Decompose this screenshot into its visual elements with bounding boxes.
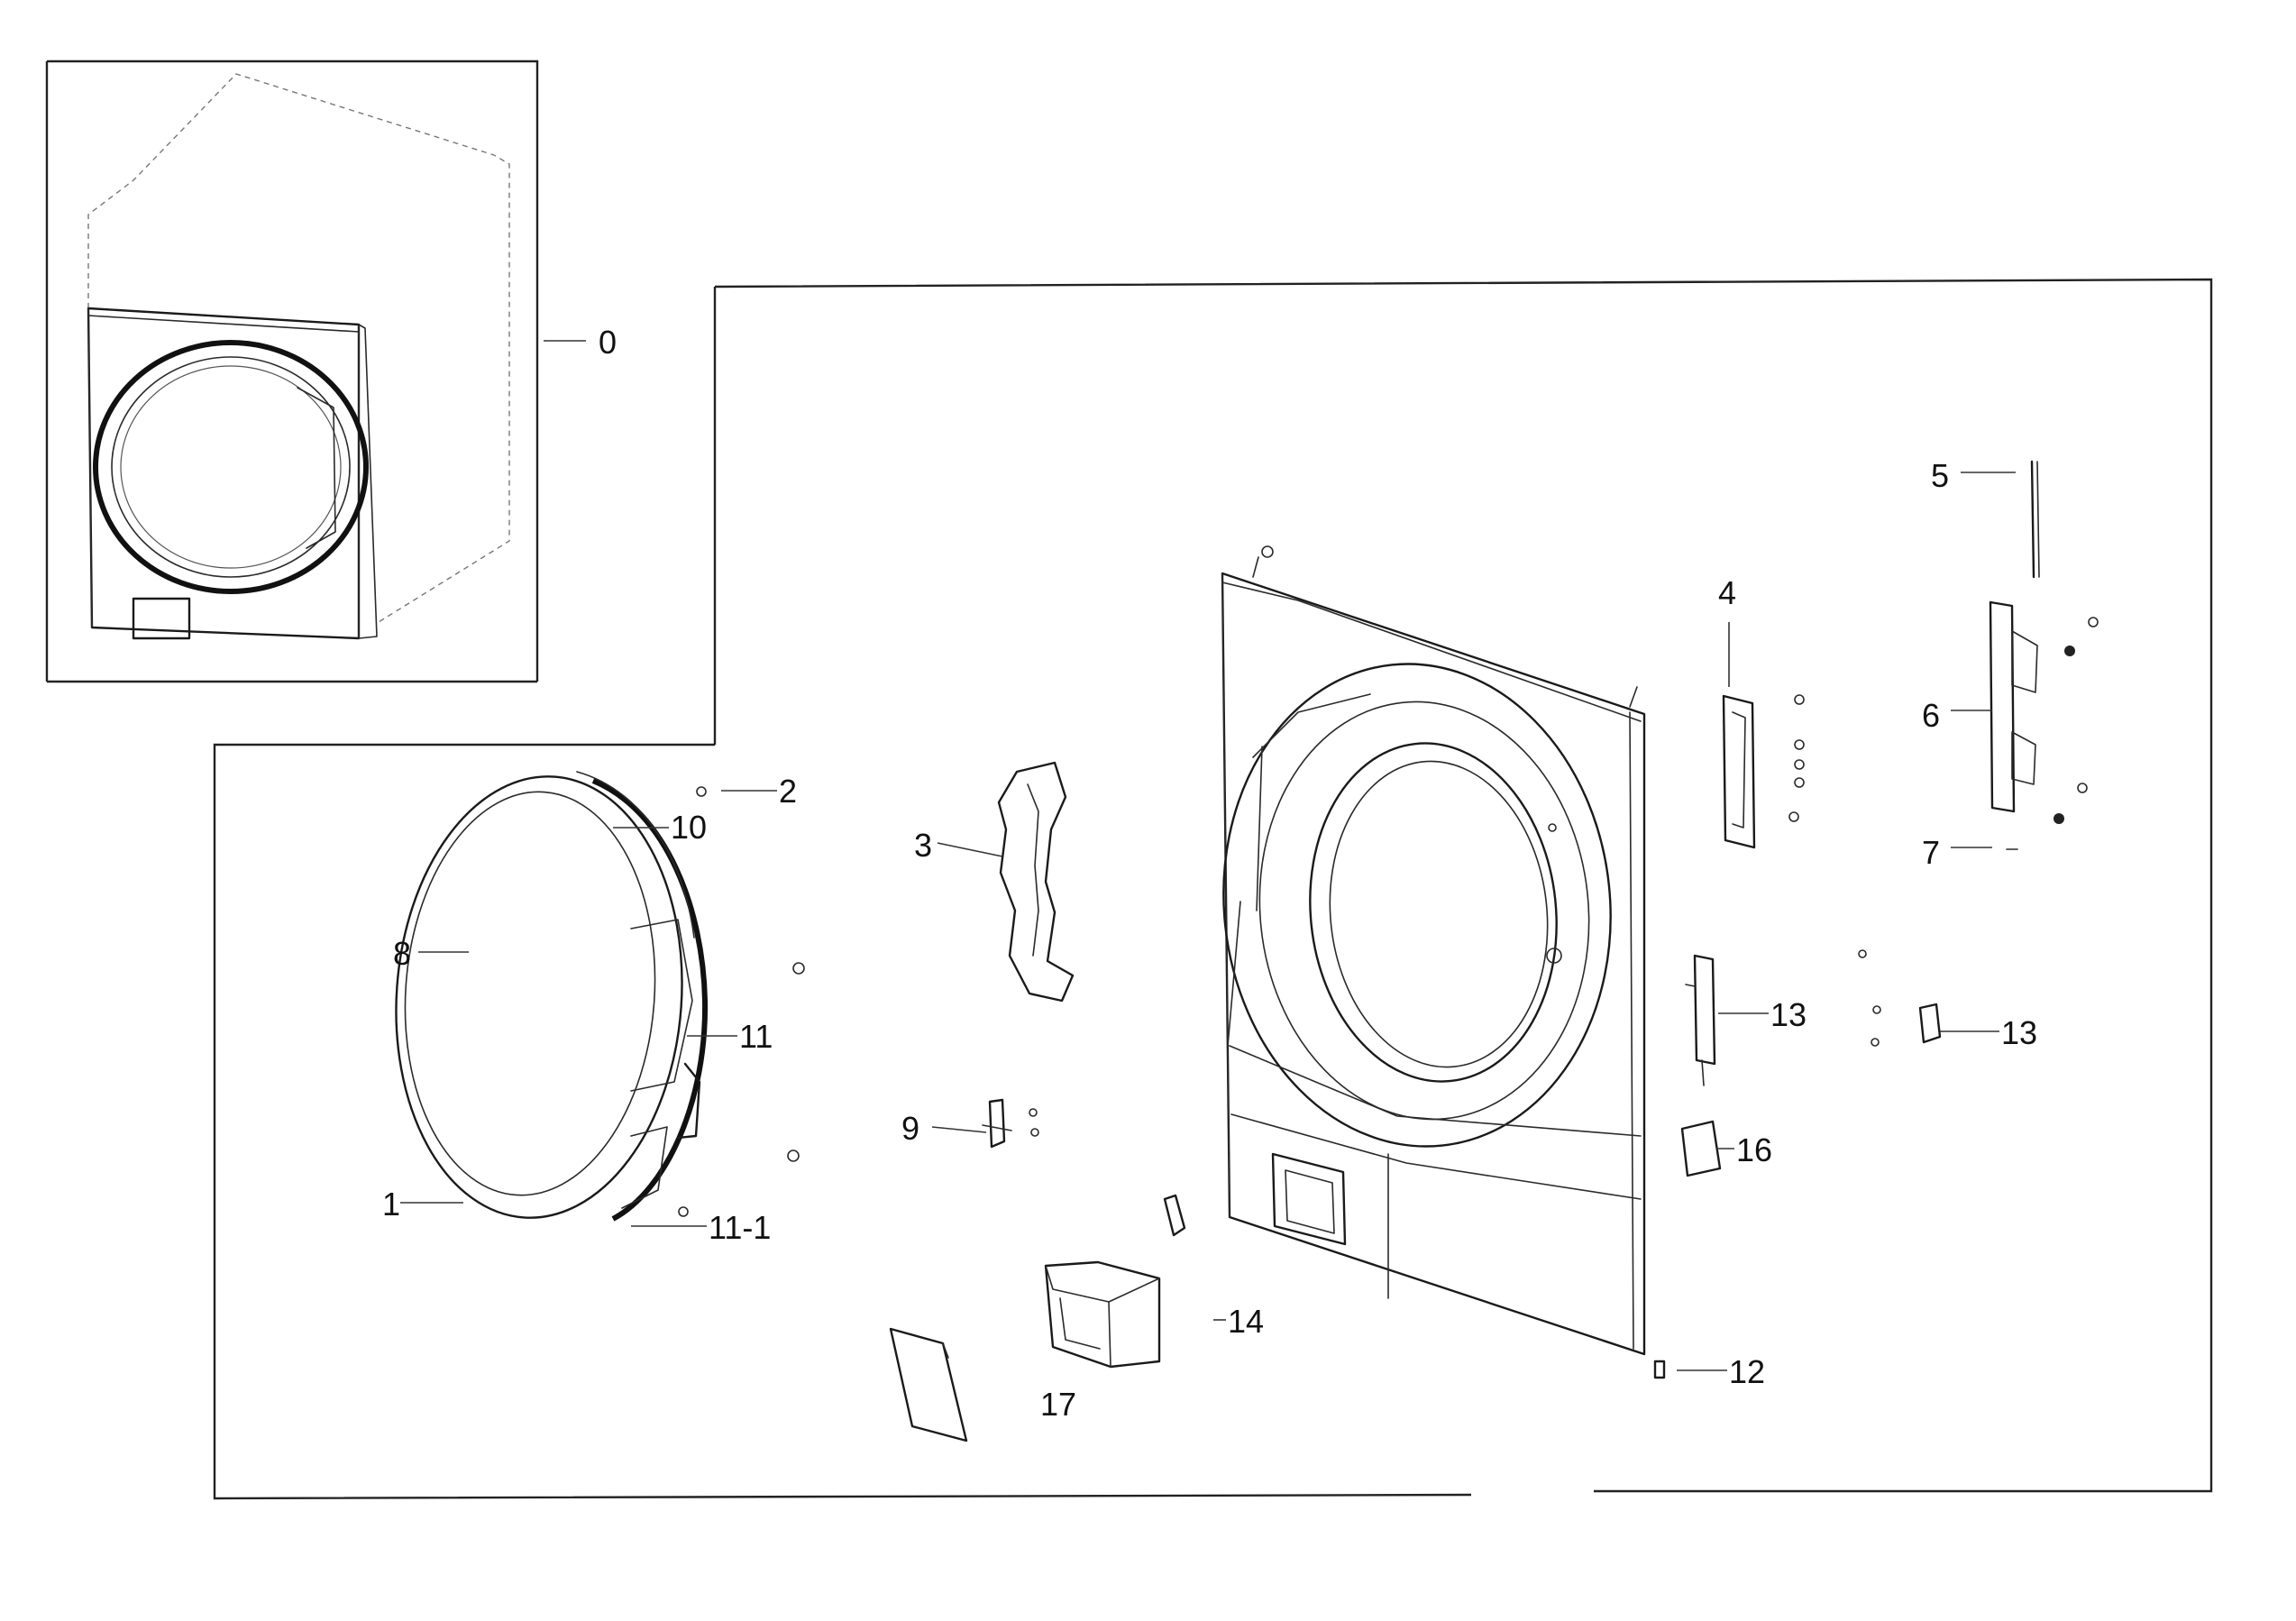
part-13-door-lock-switch <box>1685 949 1881 1086</box>
main-frame <box>213 278 2213 1500</box>
callout-13-left: 13 <box>1770 996 1807 1033</box>
callout-labels: 0 1 2 3 4 5 6 7 8 9 10 11 11-1 12 13 13 … <box>382 324 2037 1423</box>
part-6-latch-bracket <box>1989 600 2099 824</box>
leader-lines <box>400 340 2016 1371</box>
callout-11-1: 11-1 <box>709 1209 771 1246</box>
part-17-cap <box>1163 1194 1186 1237</box>
part-12-clip <box>1653 1360 1666 1379</box>
callout-17: 17 <box>1040 1386 1076 1423</box>
part-14-filter-housing <box>1044 1260 1161 1369</box>
part-4-bracket <box>1722 694 1805 849</box>
callout-3: 3 <box>914 827 932 864</box>
callout-10: 10 <box>671 809 707 846</box>
callout-1: 1 <box>382 1186 400 1223</box>
inset-frame <box>45 60 539 683</box>
part-3-hinge-cover <box>997 761 1075 1003</box>
callout-5: 5 <box>1931 457 1949 494</box>
part-16-switch <box>1680 1120 1722 1177</box>
callout-9: 9 <box>901 1110 919 1147</box>
door-assembly <box>395 771 805 1222</box>
callout-12: 12 <box>1729 1353 1765 1390</box>
front-panel <box>1221 545 1646 1356</box>
callout-16: 16 <box>1736 1131 1772 1168</box>
part-9-hinge-bracket <box>982 1098 1039 1149</box>
callout-2: 2 <box>779 773 797 810</box>
callout-13-right: 13 <box>2001 1014 2037 1051</box>
callout-11: 11 <box>739 1018 773 1055</box>
part-13-lock-right <box>1918 1003 1942 1044</box>
callout-7: 7 <box>1922 834 1940 871</box>
filter-door-cover <box>889 1327 968 1442</box>
callout-4: 4 <box>1718 574 1736 611</box>
callout-14: 14 <box>1228 1303 1264 1340</box>
callout-6: 6 <box>1922 697 1940 734</box>
callout-0: 0 <box>599 324 617 361</box>
callout-8: 8 <box>393 935 411 972</box>
assembled-dryer-illustration <box>87 73 510 640</box>
part-5-rod <box>2030 460 2040 579</box>
